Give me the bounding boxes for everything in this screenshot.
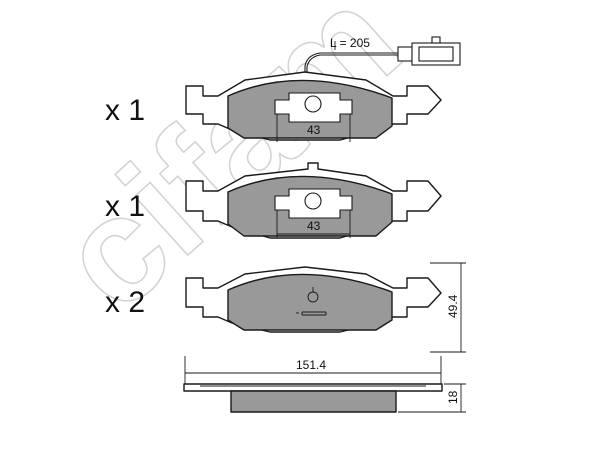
pad-3-friction-lining [227,273,393,331]
pad-width: 151.4 [296,358,326,372]
wear-sensor: L = 205 [304,36,461,72]
width-dimension: 151.4 [184,356,442,384]
pad-2: x 1 43 [105,162,442,239]
pad-1: x 1 43 L = 205 [105,36,461,142]
pad-3-quantity: x 2 [105,286,145,319]
sensor-cable-length: L = 205 [330,36,370,50]
pad-2-clip-hole [304,192,322,210]
pad-1-quantity: x 1 [105,94,145,127]
pad-3: x 2 [105,266,442,333]
height-dimension: 49.4 [430,262,466,353]
pad-2-quantity: x 1 [105,190,145,223]
side-view-backing-plate [183,383,443,392]
thickness-dimension: 18 [398,383,466,413]
side-view [183,383,443,413]
pad-1-clip-hole [304,95,322,113]
pad-3-wear-slot [301,311,327,316]
pad-thickness: 18 [446,390,460,404]
side-view-friction-lining [230,390,397,413]
sensor-cable [304,52,398,72]
pad-2-clip-width: 43 [307,219,321,233]
pad-1-clip-width: 43 [307,123,321,137]
pad-height: 49.4 [446,294,460,318]
sensor-connector [397,46,413,62]
